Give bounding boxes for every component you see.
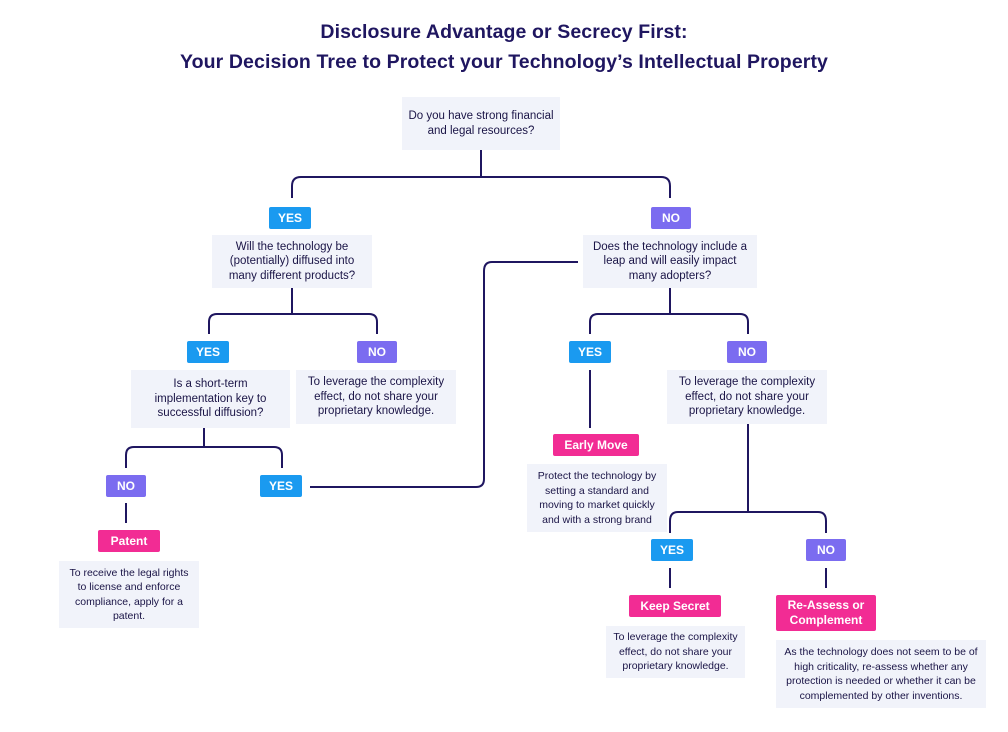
answer-yes-badge: YES: [260, 475, 302, 497]
question-leap: Does the technology include a leap and w…: [583, 235, 757, 288]
question-resources: Do you have strong financial and legal r…: [402, 97, 560, 150]
outcome-reassess-or-complement: Re-Assess or Complement: [776, 595, 876, 631]
connector-short-term: [125, 428, 283, 468]
advice-leverage-complexity-right: To leverage the complexity effect, do no…: [667, 370, 827, 424]
diagram-title-line-2: Your Decision Tree to Protect your Techn…: [179, 51, 828, 73]
answer-no-badge: NO: [106, 475, 146, 497]
answer-yes-badge: YES: [569, 341, 611, 363]
outcome-early-move: Early Move: [553, 434, 639, 456]
connector-root: [291, 150, 671, 198]
note-keep-secret: To leverage the complexity effect, do no…: [606, 626, 745, 678]
connector-yes-to-leap: [310, 261, 578, 488]
diagram-title-line-1: Disclosure Advantage or Secrecy First:: [320, 21, 688, 43]
note-patent: To receive the legal rights to license a…: [59, 561, 199, 628]
note-early-move: Protect the technology by setting a stan…: [527, 464, 667, 532]
question-short-term: Is a short-term implementation key to su…: [131, 370, 290, 428]
answer-no-badge: NO: [806, 539, 846, 561]
answer-no-badge: NO: [727, 341, 767, 363]
note-reassess: As the technology does not seem to be of…: [776, 640, 986, 708]
outcome-patent: Patent: [98, 530, 160, 552]
advice-leverage-complexity-left: To leverage the complexity effect, do no…: [296, 370, 456, 424]
answer-no-badge: NO: [651, 207, 691, 229]
connector-leap: [589, 288, 749, 334]
connector-diffused: [208, 288, 378, 334]
answer-yes-badge: YES: [269, 207, 311, 229]
answer-no-badge: NO: [357, 341, 397, 363]
question-diffused: Will the technology be (potentially) dif…: [212, 235, 372, 288]
outcome-keep-secret: Keep Secret: [629, 595, 721, 617]
answer-yes-badge: YES: [187, 341, 229, 363]
connector-leverage-right: [669, 424, 827, 533]
answer-yes-badge: YES: [651, 539, 693, 561]
